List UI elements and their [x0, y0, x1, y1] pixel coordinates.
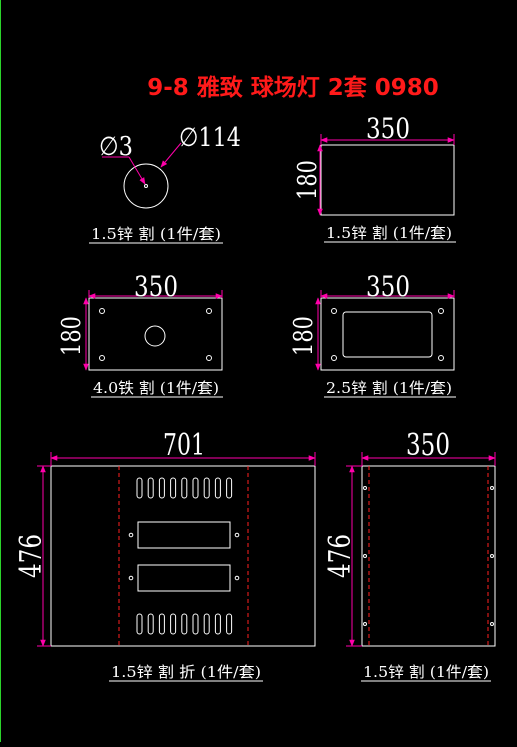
screw-hole — [234, 575, 240, 581]
center-hole — [144, 184, 148, 188]
part-plate-round-hole: 350 180 4.0铁 割 (1件/套) — [57, 270, 223, 398]
window-cutout-upper — [137, 521, 231, 549]
vent-slot — [158, 613, 165, 635]
part-rect-plain: 350 180 1.5锌 割 (1件/套) — [293, 112, 456, 243]
plate-outline — [88, 297, 223, 371]
vent-slots-top — [136, 477, 233, 499]
mount-hole — [206, 355, 212, 361]
panel-outline — [361, 465, 496, 647]
screw-hole — [490, 554, 494, 558]
height-label: 180 — [293, 160, 323, 200]
screw-hole — [128, 575, 134, 581]
vent-slot — [136, 613, 143, 635]
screw-hole — [363, 486, 367, 490]
vent-slot — [214, 613, 221, 635]
mount-hole — [438, 308, 444, 314]
vent-slot — [170, 613, 177, 635]
vent-slot — [147, 613, 154, 635]
caption-round: 1.5锌 割 (1件/套) — [91, 225, 221, 243]
center-rect-cutout — [342, 311, 433, 358]
mount-hole — [99, 355, 105, 361]
part-round-disc: ∅3 ∅114 1.5锌 割 (1件/套) — [89, 123, 241, 244]
plate-outline — [320, 297, 455, 371]
height-label: 476 — [14, 534, 49, 578]
mount-hole — [206, 308, 212, 314]
mount-hole — [331, 355, 337, 361]
drawing-title: 9-8 雅致 球场灯 2套 0980 — [147, 74, 439, 101]
width-label: 350 — [366, 270, 410, 303]
vent-slot — [214, 477, 221, 499]
vent-slot — [136, 477, 143, 499]
leader-small-dim-slope — [128, 156, 146, 185]
width-label: 350 — [406, 428, 450, 463]
rect-outline — [320, 144, 455, 216]
caption-plate-rect: 2.5锌 割 (1件/套) — [326, 379, 452, 397]
caption-big-panel: 1.5锌 割 折 (1件/套) — [111, 663, 261, 681]
mount-hole — [331, 308, 337, 314]
part-side-panel: 350 476 1.5锌 割 (1件/套) — [323, 428, 496, 682]
vent-slot — [170, 477, 177, 499]
width-label: 701 — [163, 428, 205, 463]
part-plate-rect-hole: 350 180 2.5锌 割 (1件/套) — [289, 270, 456, 398]
leader-large-dim — [160, 142, 182, 168]
vent-slot — [192, 613, 199, 635]
dim-small-diameter: ∅3 — [99, 132, 133, 162]
part-big-panel: 701 476 1.5锌 割 折 (1件/套) — [14, 428, 316, 682]
center-round-hole — [144, 325, 166, 347]
height-label: 476 — [323, 534, 358, 578]
vent-slot — [226, 477, 233, 499]
vent-slot — [192, 477, 199, 499]
window-cutout-lower — [137, 564, 231, 592]
screw-hole — [363, 622, 367, 626]
dim-large-diameter: ∅114 — [179, 123, 241, 153]
width-label: 350 — [134, 270, 178, 303]
height-label: 180 — [57, 316, 87, 356]
screw-hole — [234, 532, 240, 538]
vent-slot — [158, 477, 165, 499]
screw-hole — [128, 532, 134, 538]
vent-slot — [181, 477, 188, 499]
panel-outline — [50, 465, 316, 647]
mount-hole — [99, 308, 105, 314]
vent-slot — [203, 477, 210, 499]
disc-outline — [123, 163, 169, 209]
caption-rect-plain: 1.5锌 割 (1件/套) — [326, 224, 452, 242]
vent-slot — [147, 477, 154, 499]
caption-side-panel: 1.5锌 割 (1件/套) — [363, 663, 489, 681]
mount-hole — [438, 355, 444, 361]
height-label: 180 — [289, 316, 319, 356]
vent-slot — [203, 613, 210, 635]
vent-slots-bottom — [136, 613, 233, 635]
width-label: 350 — [366, 112, 410, 145]
caption-plate-round: 4.0铁 割 (1件/套) — [93, 379, 219, 397]
vent-slot — [181, 613, 188, 635]
screw-hole — [490, 486, 494, 490]
screw-hole — [490, 622, 494, 626]
vent-slot — [226, 613, 233, 635]
screw-hole — [363, 554, 367, 558]
